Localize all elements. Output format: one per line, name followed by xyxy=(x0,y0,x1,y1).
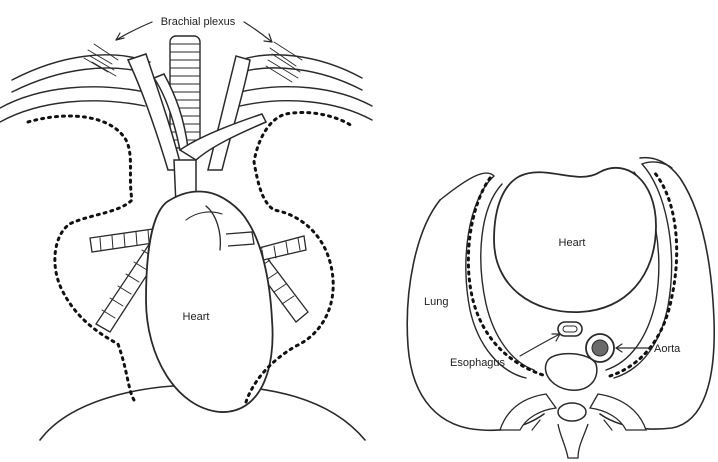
heart-label-left: Heart xyxy=(183,311,210,323)
lung-label: Lung xyxy=(424,296,448,308)
heart-label-right: Heart xyxy=(559,237,586,249)
left-panel-coronal-view: Brachial plexus Heart xyxy=(0,16,372,440)
heart-coronal xyxy=(146,191,273,412)
esophagus-label: Esophagus xyxy=(450,357,506,369)
aorta-label: Aorta xyxy=(654,343,681,355)
esophagus xyxy=(558,322,582,336)
brachial-plexus-label: Brachial plexus xyxy=(161,16,236,28)
right-panel-axial-view: Heart Lung Esophagus Aorta xyxy=(407,158,714,458)
